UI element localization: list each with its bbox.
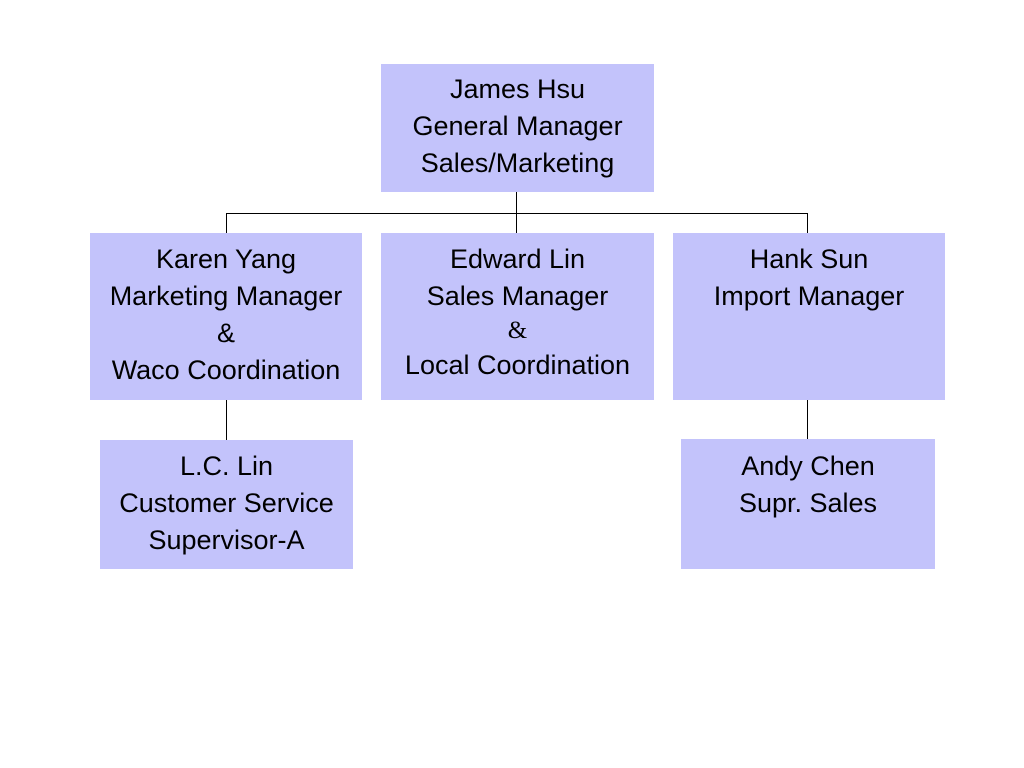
node-supr-sales: Andy Chen Supr. Sales bbox=[681, 439, 935, 569]
node-marketing-manager: Karen Yang Marketing Manager & Waco Coor… bbox=[90, 233, 362, 400]
node-customer-service: L.C. Lin Customer Service Supervisor-A bbox=[100, 440, 353, 569]
connector-import-to-supr-sales bbox=[807, 399, 808, 439]
connector-horizontal-bar bbox=[226, 213, 808, 214]
connector-gm-down bbox=[516, 192, 517, 214]
node-marketing-amp: & bbox=[216, 318, 235, 348]
node-sales-amp: & bbox=[507, 317, 528, 344]
node-gm-title: General Manager bbox=[412, 111, 623, 141]
node-marketing-title: Marketing Manager bbox=[109, 281, 343, 311]
connector-to-import bbox=[807, 213, 808, 234]
connector-to-sales bbox=[516, 213, 517, 234]
node-gm-dept: Sales/Marketing bbox=[420, 148, 615, 178]
node-gm-name: James Hsu bbox=[449, 74, 586, 104]
node-marketing-extra: Waco Coordination bbox=[111, 355, 341, 385]
node-cs-name: L.C. Lin bbox=[179, 451, 274, 481]
node-cs-title: Customer Service bbox=[119, 488, 334, 518]
node-import-title: Import Manager bbox=[713, 281, 905, 311]
node-marketing-name: Karen Yang bbox=[155, 244, 297, 274]
node-sales-title: Sales Manager bbox=[426, 281, 609, 311]
node-supr-sales-title: Supr. Sales bbox=[738, 488, 878, 518]
node-general-manager: James Hsu General Manager Sales/Marketin… bbox=[381, 64, 654, 192]
node-import-name: Hank Sun bbox=[749, 244, 869, 274]
connector-to-marketing bbox=[226, 213, 227, 234]
node-sales-manager: Edward Lin Sales Manager & Local Coordin… bbox=[381, 233, 654, 400]
node-import-manager: Hank Sun Import Manager bbox=[673, 233, 945, 400]
node-sales-extra: Local Coordination bbox=[404, 350, 631, 380]
node-cs-extra: Supervisor-A bbox=[148, 525, 305, 555]
node-supr-sales-name: Andy Chen bbox=[741, 451, 875, 481]
node-sales-name: Edward Lin bbox=[449, 244, 586, 274]
connector-marketing-to-customer-service bbox=[226, 399, 227, 440]
